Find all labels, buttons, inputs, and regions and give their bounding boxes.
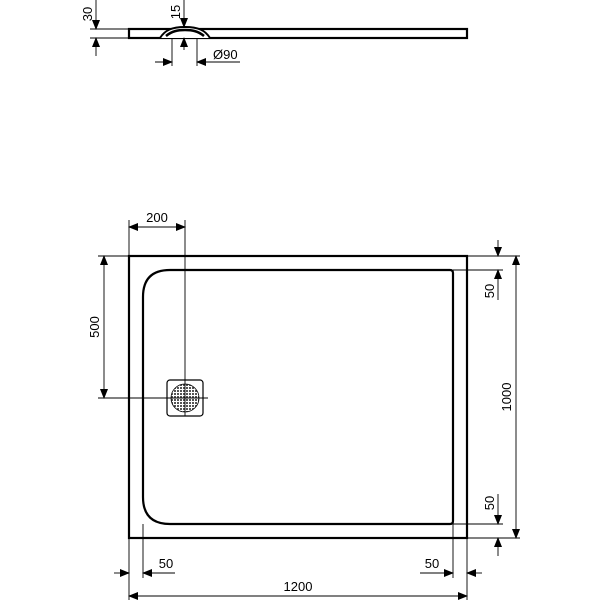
dim-width: 1200 xyxy=(284,579,313,594)
dim-thickness: 30 xyxy=(80,7,95,21)
dim-drain-offset-y: 500 xyxy=(87,316,102,338)
dim-left-border: 50 xyxy=(159,556,173,571)
plan-view: 200 500 50 50 1000 50 xyxy=(87,210,520,600)
dim-drain-offset-x: 200 xyxy=(146,210,168,225)
tray-outer-edge xyxy=(127,254,469,540)
tray-inner-basin xyxy=(141,268,455,526)
dim-depth: 1000 xyxy=(499,383,514,412)
dim-bottom-border: 50 xyxy=(482,496,497,510)
dim-top-border: 50 xyxy=(482,284,497,298)
dim-drain-depth: 15 xyxy=(168,5,183,19)
dim-drain-diameter: Ø90 xyxy=(213,47,238,62)
tray-profile-slab xyxy=(127,27,469,40)
dim-right-border: 50 xyxy=(425,556,439,571)
side-profile: 30 15 Ø90 xyxy=(80,0,469,66)
